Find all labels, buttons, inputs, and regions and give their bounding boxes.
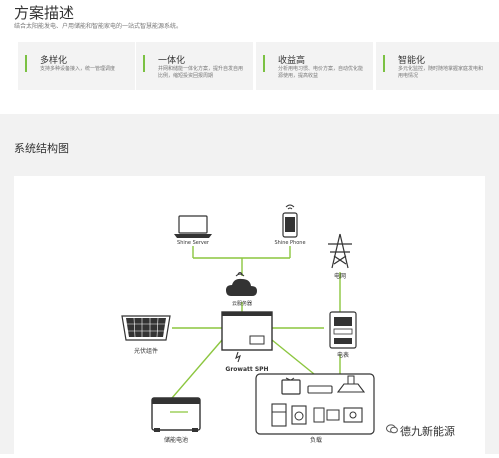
feature-title: 收益高 [278,56,306,66]
feature-title: 一体化 [158,56,186,66]
label-load: 负载 [310,436,322,444]
connection-lines [171,246,341,399]
tower-icon [328,233,352,269]
feature-card-diverse: 多样化 支持多种设备接入，统一管理调度 [18,42,135,90]
accent-bar [263,55,265,72]
accent-bar [25,55,27,72]
feature-card-smart: 智能化 多元化监控，随时随地掌握家庭发电和用电情况 [376,42,499,90]
oven-icon [343,407,363,423]
meter-icon [329,311,357,349]
feature-desc: 多元化监控，随时随地掌握家庭发电和用电情况 [398,66,484,79]
feature-desc: 分析用电习惯、电价方案，自动优化能源使用，提高收益 [278,66,364,79]
battery-icon [151,397,201,432]
label-pv: 光伏组件 [134,347,158,355]
washer-icon [291,405,307,425]
cloud-icon [226,272,257,296]
range-hood-icon [336,375,366,393]
inverter-icon [221,311,273,363]
label-shine-server: Shine Server [177,240,210,246]
section-title: 系统结构图 [14,142,69,155]
phone-icon [282,204,298,238]
tv-icon [281,377,301,395]
diagram-panel: Shine Server Shine Phone 电网 云服务器 光伏组件 [14,176,485,454]
accent-bar [143,55,145,72]
feature-desc: 支持多种设备接入，统一管理调度 [40,66,116,72]
watermark: 德九新能源 [400,425,455,438]
feature-card-integrated: 一体化 并网和储能一体化方案，提升自发自用比例，缩短投资回报周期 [136,42,253,90]
label-cloud: 云服务器 [232,300,252,307]
label-meter: 电表 [337,351,349,359]
accent-bar [383,55,385,72]
system-diagram: Shine Server Shine Phone 电网 云服务器 光伏组件 [121,204,375,444]
feature-title: 智能化 [398,56,426,66]
label-inverter: Growatt SPH [225,366,268,373]
feature-card-profit: 收益高 分析用电习惯、电价方案，自动优化能源使用，提高收益 [256,42,373,90]
appliances-icon [313,407,340,423]
feature-title: 多样化 [40,56,68,66]
ac-unit-icon [307,385,333,394]
label-grid: 电网 [334,272,346,280]
page-subtitle: 结合太阳能发电、户用储能和智能家电的一站式智慧能源系统。 [14,23,183,30]
wechat-icon [386,424,398,434]
label-shine-phone: Shine Phone [274,240,305,246]
page-title: 方案描述 [14,4,75,22]
fridge-icon [271,403,287,427]
solar-panel-icon [121,315,171,341]
feature-desc: 并网和储能一体化方案，提升自发自用比例，缩短投资回报周期 [158,66,244,79]
label-battery: 储能电池 [164,436,188,444]
laptop-icon [174,215,212,238]
